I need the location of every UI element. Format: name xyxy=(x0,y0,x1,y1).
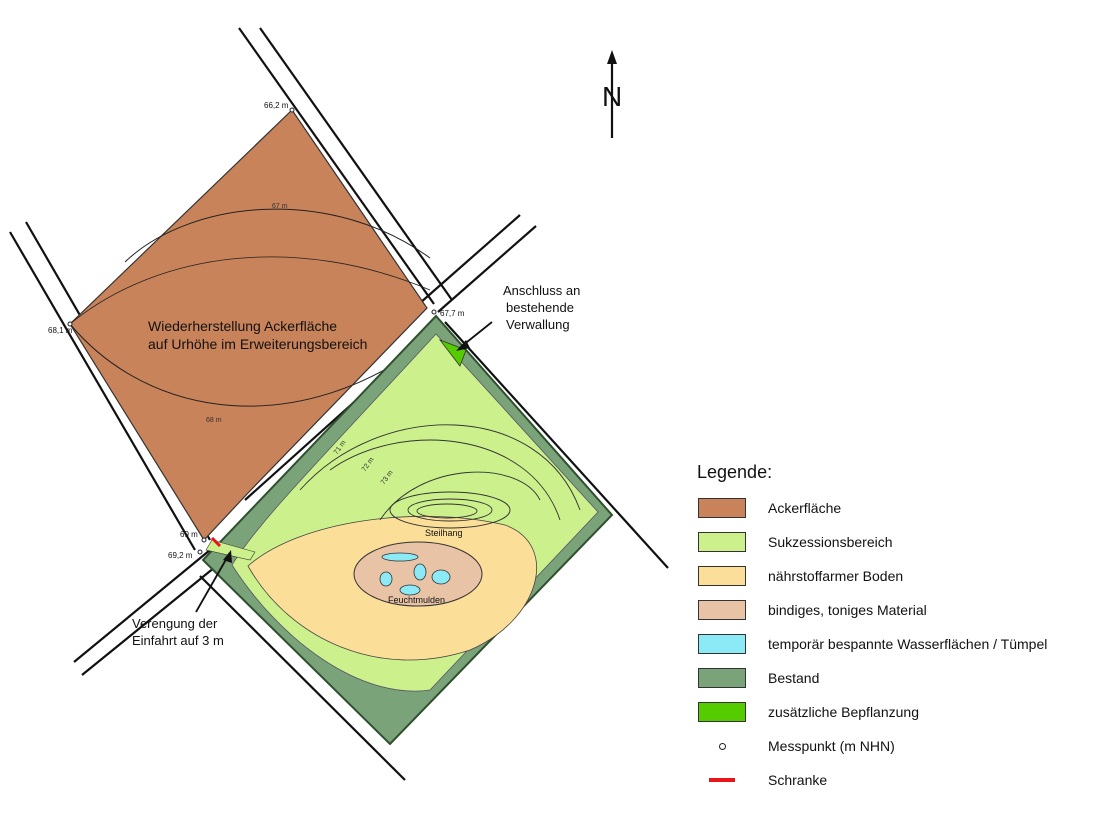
elev-label-69-2: 69,2 m xyxy=(168,551,193,560)
legend-item-label: Sukzessionsbereich xyxy=(768,534,893,550)
anschluss-label-line3: Verwallung xyxy=(506,317,570,332)
messpunkt-markers xyxy=(67,107,437,555)
field-contour-upper xyxy=(69,256,431,325)
steilhang-label: Steilhang xyxy=(425,528,463,538)
ackerflaeche-label-line1: Wiederherstellung Ackerfläche xyxy=(148,318,337,334)
legend-item-label: Bestand xyxy=(768,670,820,686)
legend-item-label: zusätzliche Bepflanzung xyxy=(768,704,919,720)
contour-label-68: 68 m xyxy=(206,417,222,424)
elev-label-68-1: 68,1 m xyxy=(48,326,73,335)
elev-label-67-7: 67,7 m xyxy=(440,309,465,318)
north-label: N xyxy=(602,81,622,112)
ton-swatch xyxy=(698,600,746,620)
legend-item-label: nährstoffarmer Boden xyxy=(768,568,904,584)
north-arrow-icon xyxy=(607,50,617,138)
schranke-icon xyxy=(698,770,746,790)
field-contour-67 xyxy=(124,208,431,263)
sukzession-swatch xyxy=(698,532,746,552)
legend-item-label: Ackerfläche xyxy=(768,500,842,516)
ackerflaeche-area xyxy=(69,109,428,541)
legend-item-label: bindiges, toniges Material xyxy=(768,602,927,618)
anschluss-label-line1: Anschluss an xyxy=(503,283,580,298)
legend-item: temporär bespannte Wasserflächen / Tümpe… xyxy=(695,627,1095,661)
anschluss-label-line2: bestehende xyxy=(506,300,574,315)
elev-label-69: 69 m xyxy=(180,530,198,539)
steilhang-contours xyxy=(299,424,581,529)
anschluss-arrow xyxy=(456,321,493,351)
bepflanzung-area xyxy=(438,339,467,367)
elev-label-66-2: 66,2 m xyxy=(264,101,289,110)
legend-item: nährstoffarmer Boden xyxy=(695,559,1095,593)
legend-item: zusätzliche Bepflanzung xyxy=(695,695,1095,729)
legend-item-label: Schranke xyxy=(768,772,828,788)
feuchtmulden-label: Feuchtmulden xyxy=(388,595,445,605)
messpunkt-icon xyxy=(698,736,746,756)
verengung-label-line2: Einfahrt auf 3 m xyxy=(132,633,224,648)
legend-item: Sukzessionsbereich xyxy=(695,525,1095,559)
bepflanzung-swatch xyxy=(698,702,746,722)
legend-item: Messpunkt (m NHN) xyxy=(695,729,1095,763)
ackerflaeche-swatch xyxy=(698,498,746,518)
boden-swatch xyxy=(698,566,746,586)
bestand-swatch xyxy=(698,668,746,688)
legend-item: bindiges, toniges Material xyxy=(695,593,1095,627)
legend-title: Legende: xyxy=(697,462,773,482)
legend-item-label: Messpunkt (m NHN) xyxy=(768,738,895,754)
field-contour-68 xyxy=(69,323,431,407)
legend-item-label: temporär bespannte Wasserflächen / Tümpe… xyxy=(768,636,1048,652)
legend-item: Schranke xyxy=(695,763,1095,797)
wasser-swatch xyxy=(698,634,746,654)
schranke-marker xyxy=(210,536,222,548)
legend-item: Ackerfläche xyxy=(695,491,1095,525)
verengung-arrow xyxy=(195,550,232,613)
wasser-areas xyxy=(379,552,451,596)
ackerflaeche-label-line2: auf Urhöhe im Erweiterungsbereich xyxy=(148,336,367,352)
verengung-label-line1: Verengung der xyxy=(132,616,218,631)
contour-label-67: 67 m xyxy=(272,203,288,210)
legend-item: Bestand xyxy=(695,661,1095,695)
